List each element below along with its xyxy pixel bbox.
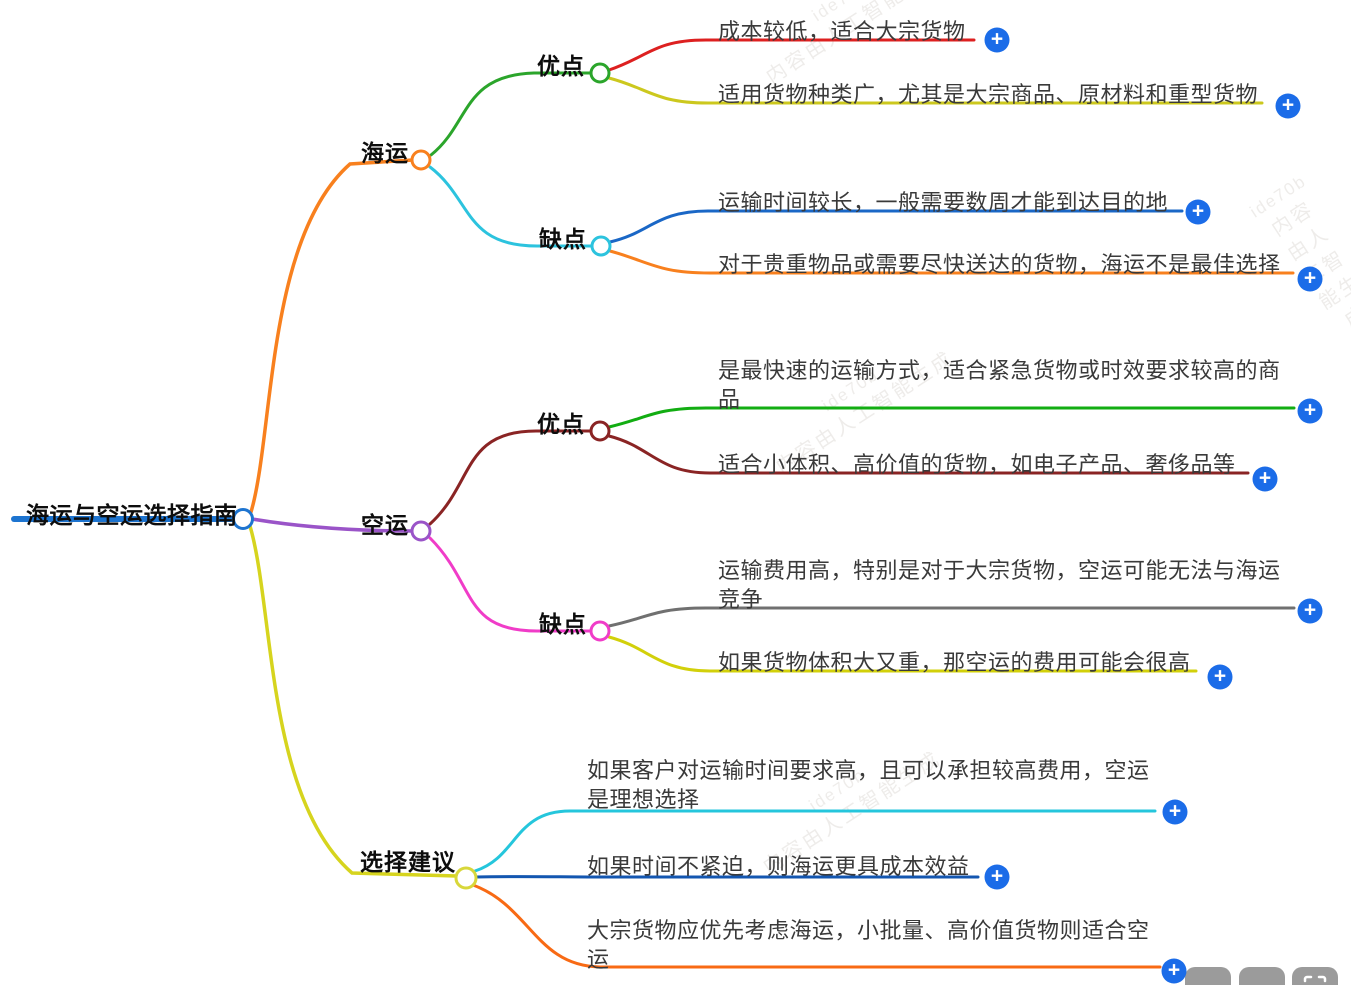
- edge-air-dis-leaf-2: [607, 635, 1198, 673]
- toolbar-button-2[interactable]: [1239, 967, 1285, 985]
- sea-advantages-node-circle[interactable]: [589, 62, 611, 84]
- leaf-sea-dis-2[interactable]: 对于贵重物品或需要尽快送达的货物，海运不是最佳选择: [718, 252, 1281, 277]
- add-node-button[interactable]: +: [1207, 664, 1233, 690]
- air-advantages-label[interactable]: 优点: [537, 411, 585, 437]
- leaf-air-adv-1[interactable]: 是最快速的运输方式，适合紧急货物或时效要求较高的商品: [718, 358, 1281, 412]
- leaf-sea-dis-1[interactable]: 运输时间较长，一般需要数周才能到达目的地: [718, 190, 1169, 215]
- sea-disadvantages-node-circle[interactable]: [590, 235, 612, 257]
- air-disadvantages-label[interactable]: 缺点: [539, 611, 587, 637]
- edge-sea-adv-leaf-2: [607, 76, 1264, 105]
- edge-sea-dis-leaf-2: [608, 249, 1295, 275]
- add-node-button[interactable]: +: [1275, 93, 1301, 119]
- add-node-button[interactable]: +: [1185, 199, 1211, 225]
- leaf-sea-adv-2[interactable]: 适用货物种类广，尤其是大宗商品、原材料和重型货物: [718, 82, 1259, 107]
- edge-sea-advantages: [429, 71, 594, 157]
- edge-air-adv-leaf-1: [607, 406, 1296, 429]
- edge-air-adv-leaf-2: [607, 434, 1250, 475]
- sea-node-label[interactable]: 海运: [361, 140, 409, 166]
- leaf-air-dis-1[interactable]: 运输费用高，特别是对于大宗货物，空运可能无法与海运竞争: [718, 558, 1281, 612]
- leaf-sea-adv-1[interactable]: 成本较低，适合大宗货物: [718, 19, 966, 44]
- leaf-advice-1[interactable]: 如果客户对运输时间要求高，且可以承担较高费用，空运是理想选择: [587, 758, 1150, 812]
- edge-air-dis-leaf-1: [607, 606, 1296, 628]
- air-node-circle[interactable]: [410, 520, 432, 542]
- edge-root-advice: [248, 524, 459, 878]
- air-disadvantages-node-circle[interactable]: [589, 620, 611, 642]
- leaf-advice-2[interactable]: 如果时间不紧迫，则海运更具成本效益: [587, 854, 970, 879]
- fullscreen-icon: [1303, 975, 1327, 985]
- edge-root-air: [250, 517, 415, 533]
- sea-disadvantages-label[interactable]: 缺点: [539, 226, 587, 252]
- add-node-button[interactable]: +: [1252, 466, 1278, 492]
- leaf-air-adv-2[interactable]: 适合小体积、高价值的货物，如电子产品、奢侈品等: [718, 452, 1236, 477]
- sea-advantages-label[interactable]: 优点: [537, 53, 585, 79]
- root-node-label[interactable]: 海运与空运选择指南: [26, 502, 238, 528]
- advice-node-label[interactable]: 选择建议: [360, 849, 456, 875]
- toolbar-button-1[interactable]: [1185, 967, 1231, 985]
- sea-node-circle[interactable]: [410, 149, 432, 171]
- root-node-circle[interactable]: [232, 508, 254, 530]
- edge-air-disadvantages: [428, 536, 594, 633]
- edge-advice-leaf-3: [471, 883, 1162, 969]
- edge-advice-leaf-1: [473, 809, 1157, 873]
- leaf-advice-3[interactable]: 大宗货物应优先考虑海运，小批量、高价值货物则适合空运: [587, 918, 1150, 972]
- add-node-button[interactable]: +: [1162, 799, 1188, 825]
- advice-node-circle[interactable]: [454, 866, 478, 890]
- add-node-button[interactable]: +: [1297, 598, 1323, 624]
- air-node-label[interactable]: 空运: [361, 512, 409, 538]
- edge-root-sea: [249, 158, 415, 514]
- edge-sea-disadvantages: [428, 165, 595, 248]
- add-node-button[interactable]: +: [984, 864, 1010, 890]
- add-node-button[interactable]: +: [1161, 958, 1187, 984]
- leaf-air-dis-2[interactable]: 如果货物体积大又重，那空运的费用可能会很高: [718, 650, 1191, 675]
- edge-air-advantages: [428, 429, 594, 526]
- air-advantages-node-circle[interactable]: [589, 420, 611, 442]
- add-node-button[interactable]: +: [984, 27, 1010, 53]
- add-node-button[interactable]: +: [1297, 398, 1323, 424]
- add-node-button[interactable]: +: [1297, 266, 1323, 292]
- fullscreen-button[interactable]: [1292, 967, 1338, 985]
- edge-sea-dis-leaf-1: [608, 209, 1184, 244]
- edge-sea-adv-leaf-1: [607, 38, 976, 72]
